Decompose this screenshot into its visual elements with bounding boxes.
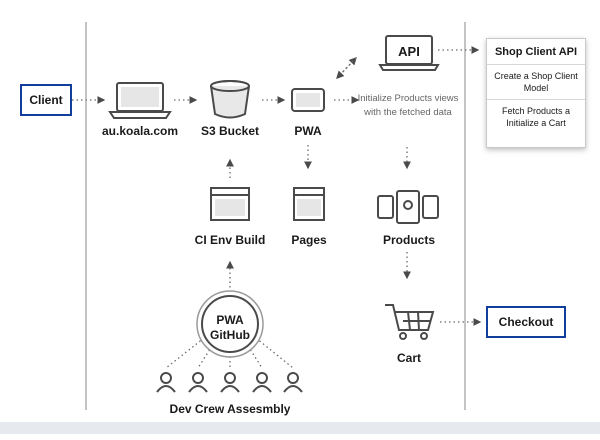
- github-label-line1: PWA: [216, 313, 244, 327]
- conn-api-pwa: [336, 57, 357, 79]
- tablet-icon: [291, 88, 325, 112]
- github-badge: [196, 290, 264, 358]
- person-icon: [283, 372, 303, 393]
- laptop-icon: [108, 82, 172, 119]
- api-laptop-icon: [378, 35, 440, 71]
- pages-window-icon: [293, 187, 325, 221]
- browser-window-icon: [210, 187, 250, 221]
- shop-client-api-panel: Shop Client API Create a Shop Client Mod…: [486, 38, 586, 148]
- ci-label: CI Env Build: [194, 233, 266, 247]
- s3-label: S3 Bucket: [200, 124, 260, 138]
- devices-icon: [377, 190, 439, 224]
- dev-crew-label: Dev Crew Assesmbly: [169, 402, 291, 416]
- conn-dev-1: [165, 337, 205, 369]
- client-label: Client: [29, 93, 63, 107]
- shopping-cart-icon: [385, 304, 435, 340]
- init-products-note: Initialize Products views with the fetch…: [357, 93, 459, 118]
- products-label: Products: [382, 233, 436, 247]
- person-icon: [188, 372, 208, 393]
- conn-dev-5: [255, 337, 294, 369]
- shop-client-api-item: Create a Shop Client Model: [487, 65, 585, 100]
- person-icon: [252, 372, 272, 393]
- github-label-line2: GitHub: [210, 328, 250, 342]
- pages-label: Pages: [291, 233, 327, 247]
- api-label: API: [398, 44, 420, 59]
- checkout-box[interactable]: Checkout: [486, 306, 566, 338]
- cart-label: Cart: [396, 351, 422, 365]
- connectors: [72, 46, 482, 369]
- shop-client-api-title: Shop Client API: [487, 39, 585, 65]
- person-icon: [220, 372, 240, 393]
- github-label: PWA GitHub: [200, 313, 260, 343]
- shop-client-api-item: Fetch Products a Initialize a Cart: [501, 106, 571, 128]
- person-icon: [156, 372, 176, 393]
- pwa-label: PWA: [294, 124, 322, 138]
- checkout-label: Checkout: [498, 315, 554, 329]
- domain-label: au.koala.com: [101, 124, 179, 138]
- client-box[interactable]: Client: [20, 84, 72, 116]
- dev-crew-icons: [156, 372, 303, 393]
- bucket-icon: [210, 80, 250, 119]
